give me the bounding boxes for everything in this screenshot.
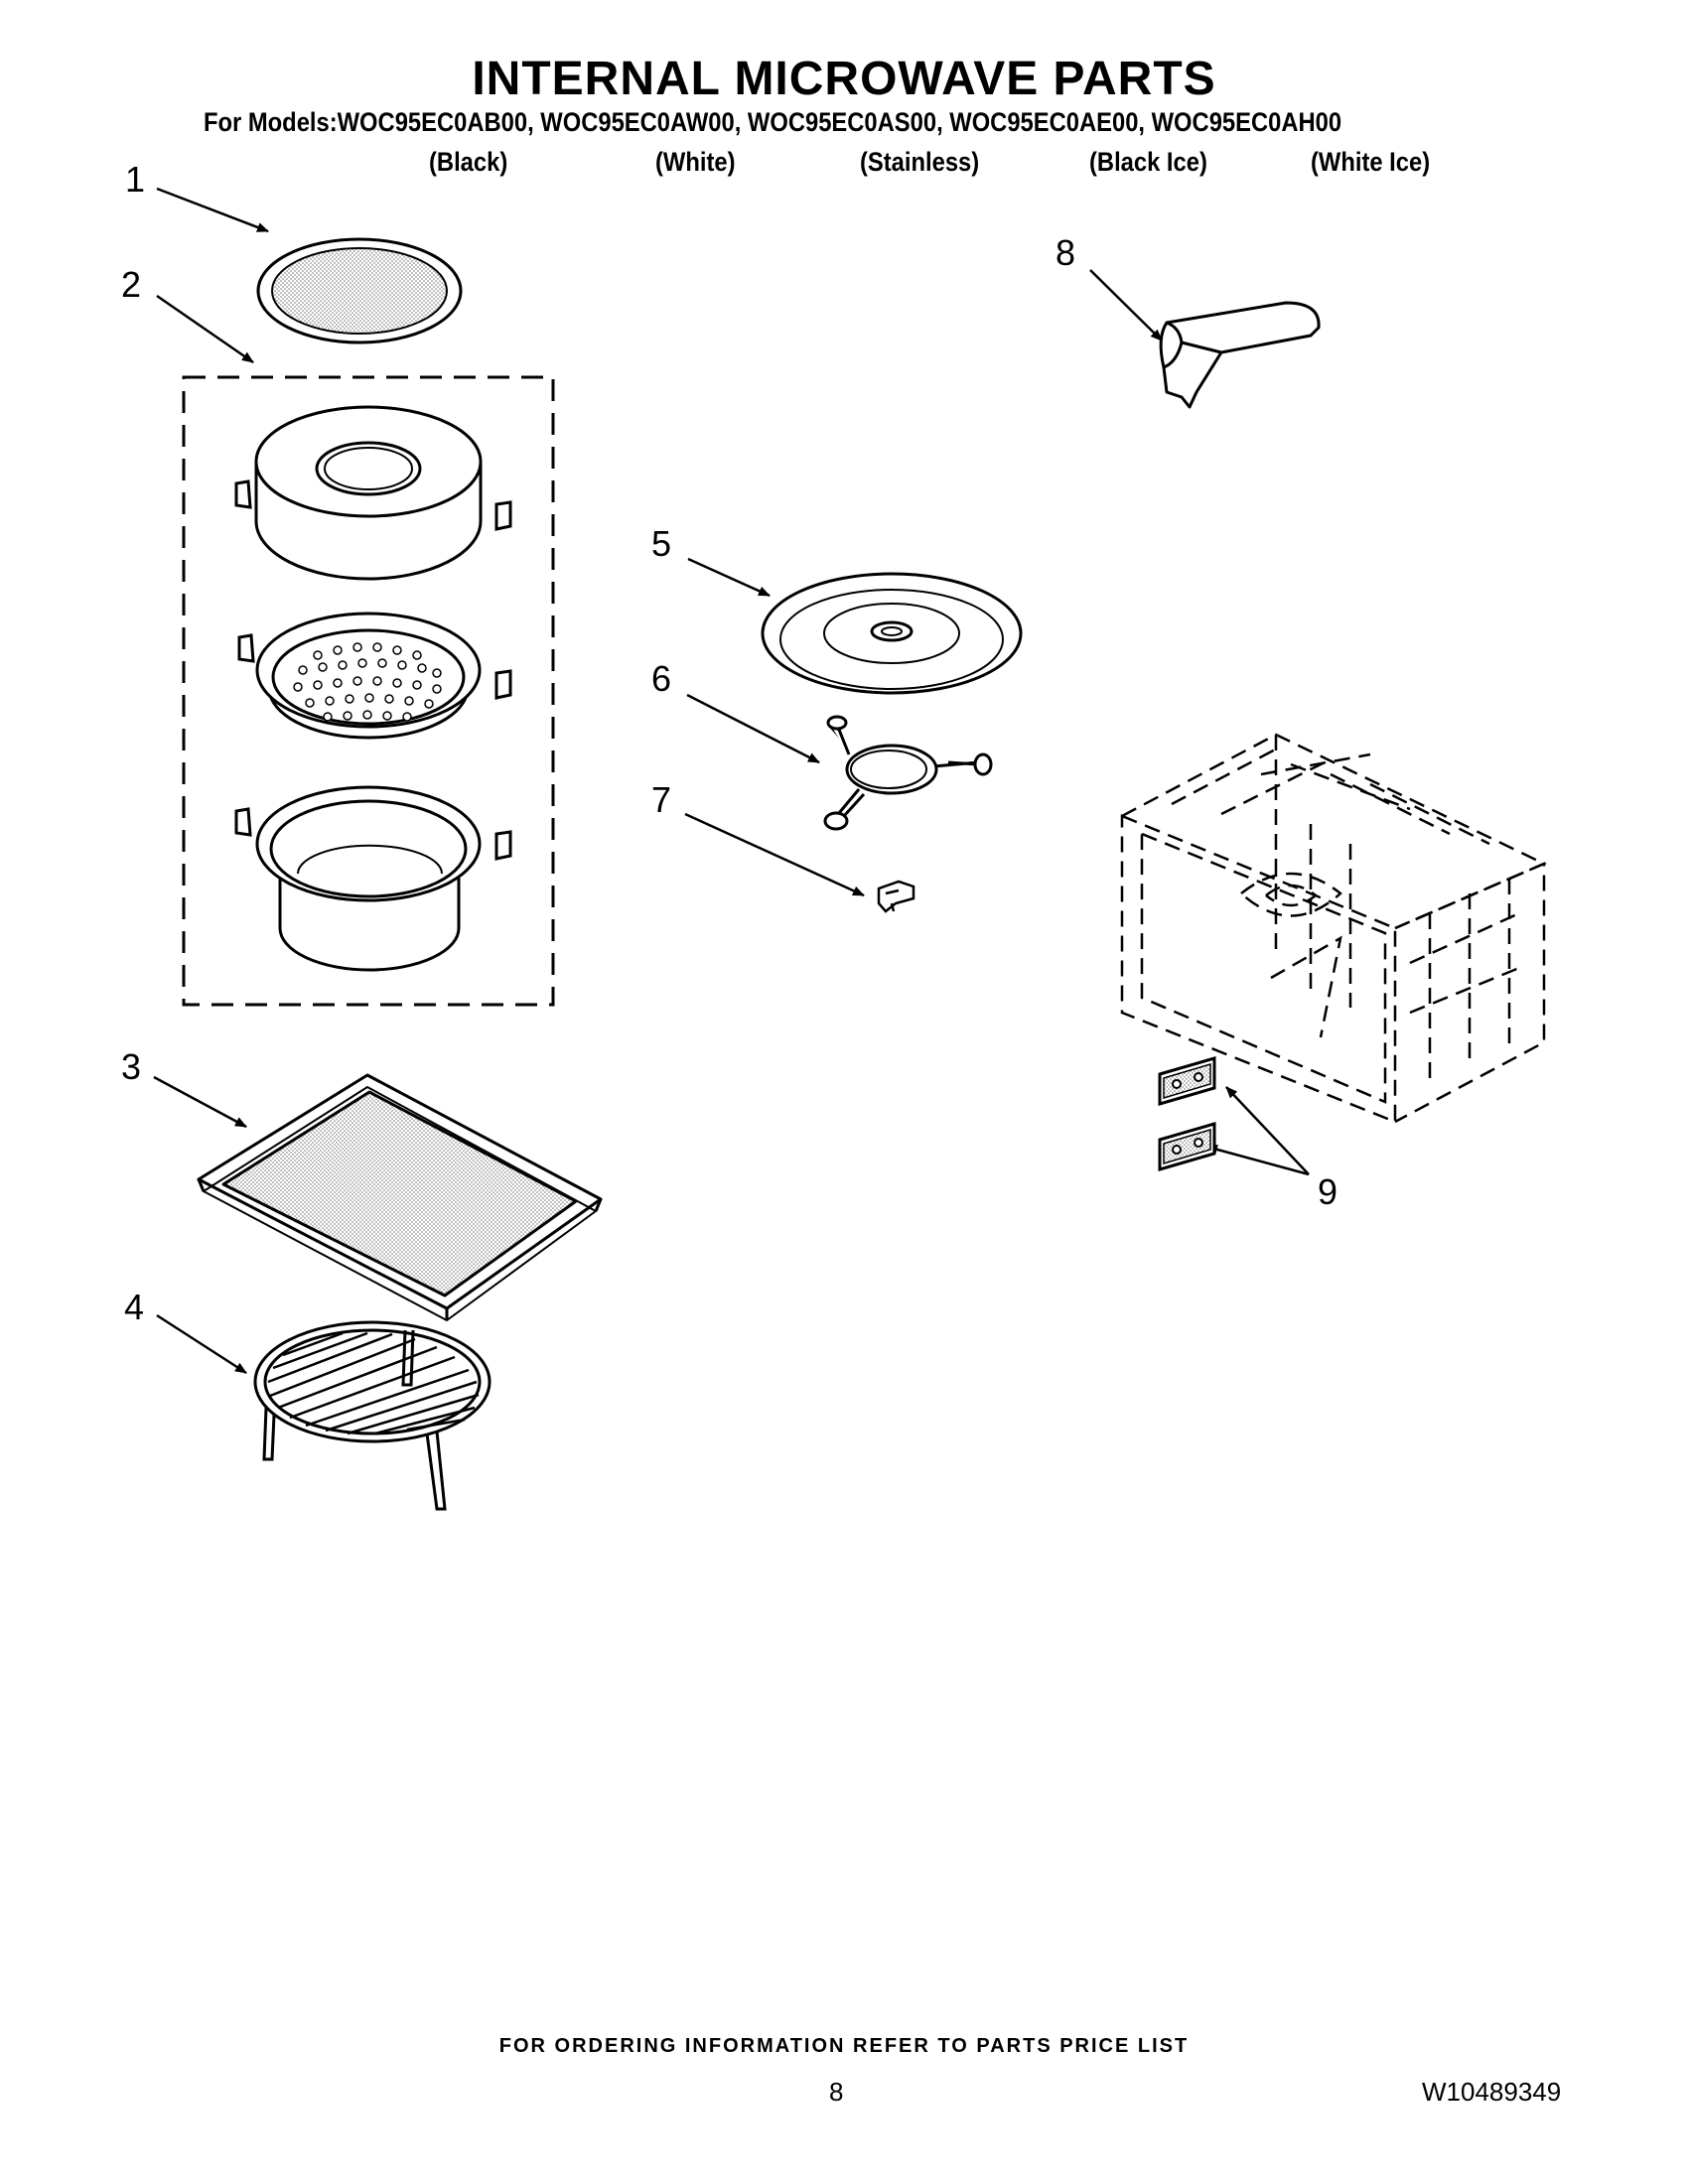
callout-4: 4 [124,1287,145,1327]
leader-5 [687,557,771,598]
part-1-cover [256,237,463,344]
color-label-black: (Black) [429,147,508,177]
color-label-white: (White) [655,147,736,177]
callout-3: 3 [121,1046,142,1087]
callout-2: 2 [121,264,142,305]
part-8-handle [1159,301,1321,409]
part-5-turntable [761,572,1023,695]
microwave-cavity [1120,733,1548,1124]
color-label-stainless: (Stainless) [860,147,980,177]
callout-1: 1 [125,159,146,200]
page-number: 8 [829,2077,844,2107]
part-2-kit-box [182,375,555,1007]
leader-1 [156,187,269,233]
document-number: W10489349 [1422,2077,1562,2107]
leader-9a [1225,1086,1310,1175]
callout-9: 9 [1318,1171,1338,1212]
leader-6 [686,693,820,764]
callout-8: 8 [1055,232,1076,273]
leader-4 [156,1313,247,1375]
page-title: INTERNAL MICROWAVE PARTS [472,53,1216,105]
part-2-steamer-kit [234,405,512,972]
leader-9b [1205,1145,1310,1176]
callout-6: 6 [651,658,672,699]
leader-2 [156,294,254,364]
part-4-grill-rack [253,1320,492,1511]
ordering-info-note: FOR ORDERING INFORMATION REFER TO PARTS … [498,2035,1190,2057]
color-label-black-ice: (Black Ice) [1089,147,1207,177]
part-3-baking-tray [197,1073,603,1321]
callout-5: 5 [651,523,672,564]
color-label-white-ice: (White Ice) [1311,147,1431,177]
callout-7: 7 [651,779,672,820]
leader-3 [153,1075,247,1129]
part-7-coupler [877,880,915,913]
leader-8 [1089,269,1163,341]
models-line: For Models:WOC95EC0AB00, WOC95EC0AW00, W… [204,107,1342,137]
leader-7 [684,812,865,897]
part-6-roller-support [823,715,993,831]
part-9-waveguide-covers [1158,1056,1216,1171]
